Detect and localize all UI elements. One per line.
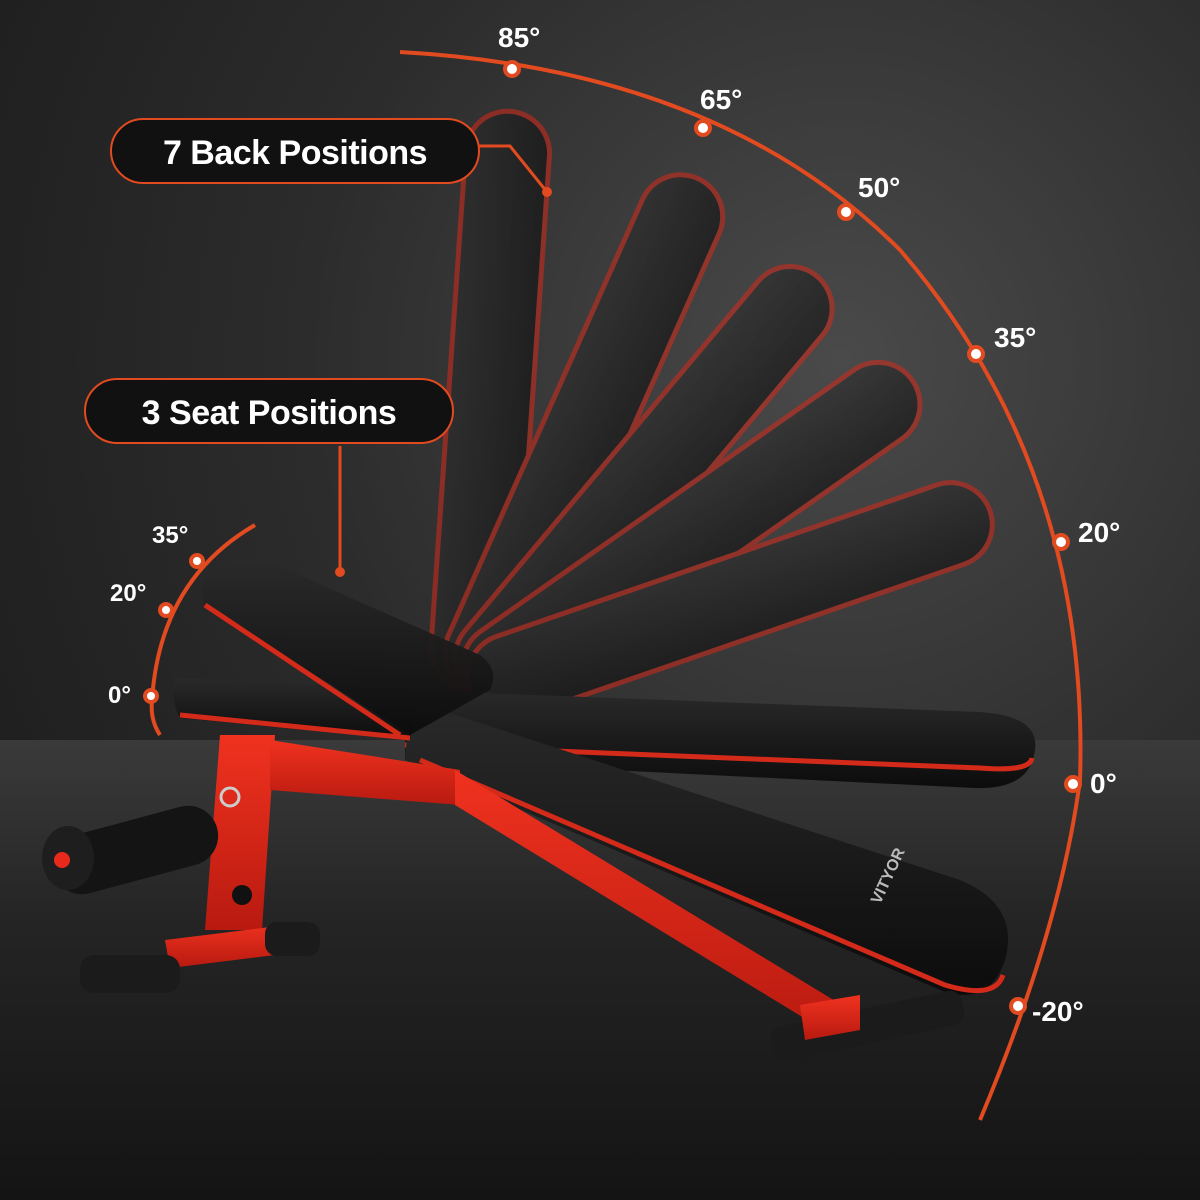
- back-angle-65: 65°: [700, 84, 743, 115]
- seat-angle-20: 20°: [110, 580, 147, 607]
- back-angle-20: 20°: [1078, 517, 1121, 548]
- seat-angle-35: 35°: [152, 522, 189, 549]
- back-label-leader: [478, 144, 549, 193]
- back-positions-label: 7 Back Positions: [110, 118, 480, 184]
- seat-pad: [173, 558, 494, 741]
- seat-angle-0: 0°: [108, 682, 131, 709]
- back-angle-0: 0°: [1090, 768, 1117, 799]
- back-angle-50: 50°: [858, 172, 901, 203]
- seat-angle-markers: [143, 553, 205, 704]
- back-pad-ghosts: [428, 108, 995, 721]
- seat-angle-arc: [149, 523, 257, 737]
- leg-roller: [42, 805, 219, 895]
- seat-positions-label: 3 Seat Positions: [84, 378, 454, 444]
- back-angle-arc: [399, 50, 1083, 1121]
- back-pad-decline: VITYOR: [405, 700, 1008, 995]
- back-angle-markers: [503, 60, 1082, 1015]
- bench-frame: [80, 735, 965, 1062]
- back-angle-neg20: -20°: [1032, 996, 1084, 1027]
- back-angle-35: 35°: [994, 322, 1037, 353]
- back-angle-85: 85°: [498, 22, 541, 53]
